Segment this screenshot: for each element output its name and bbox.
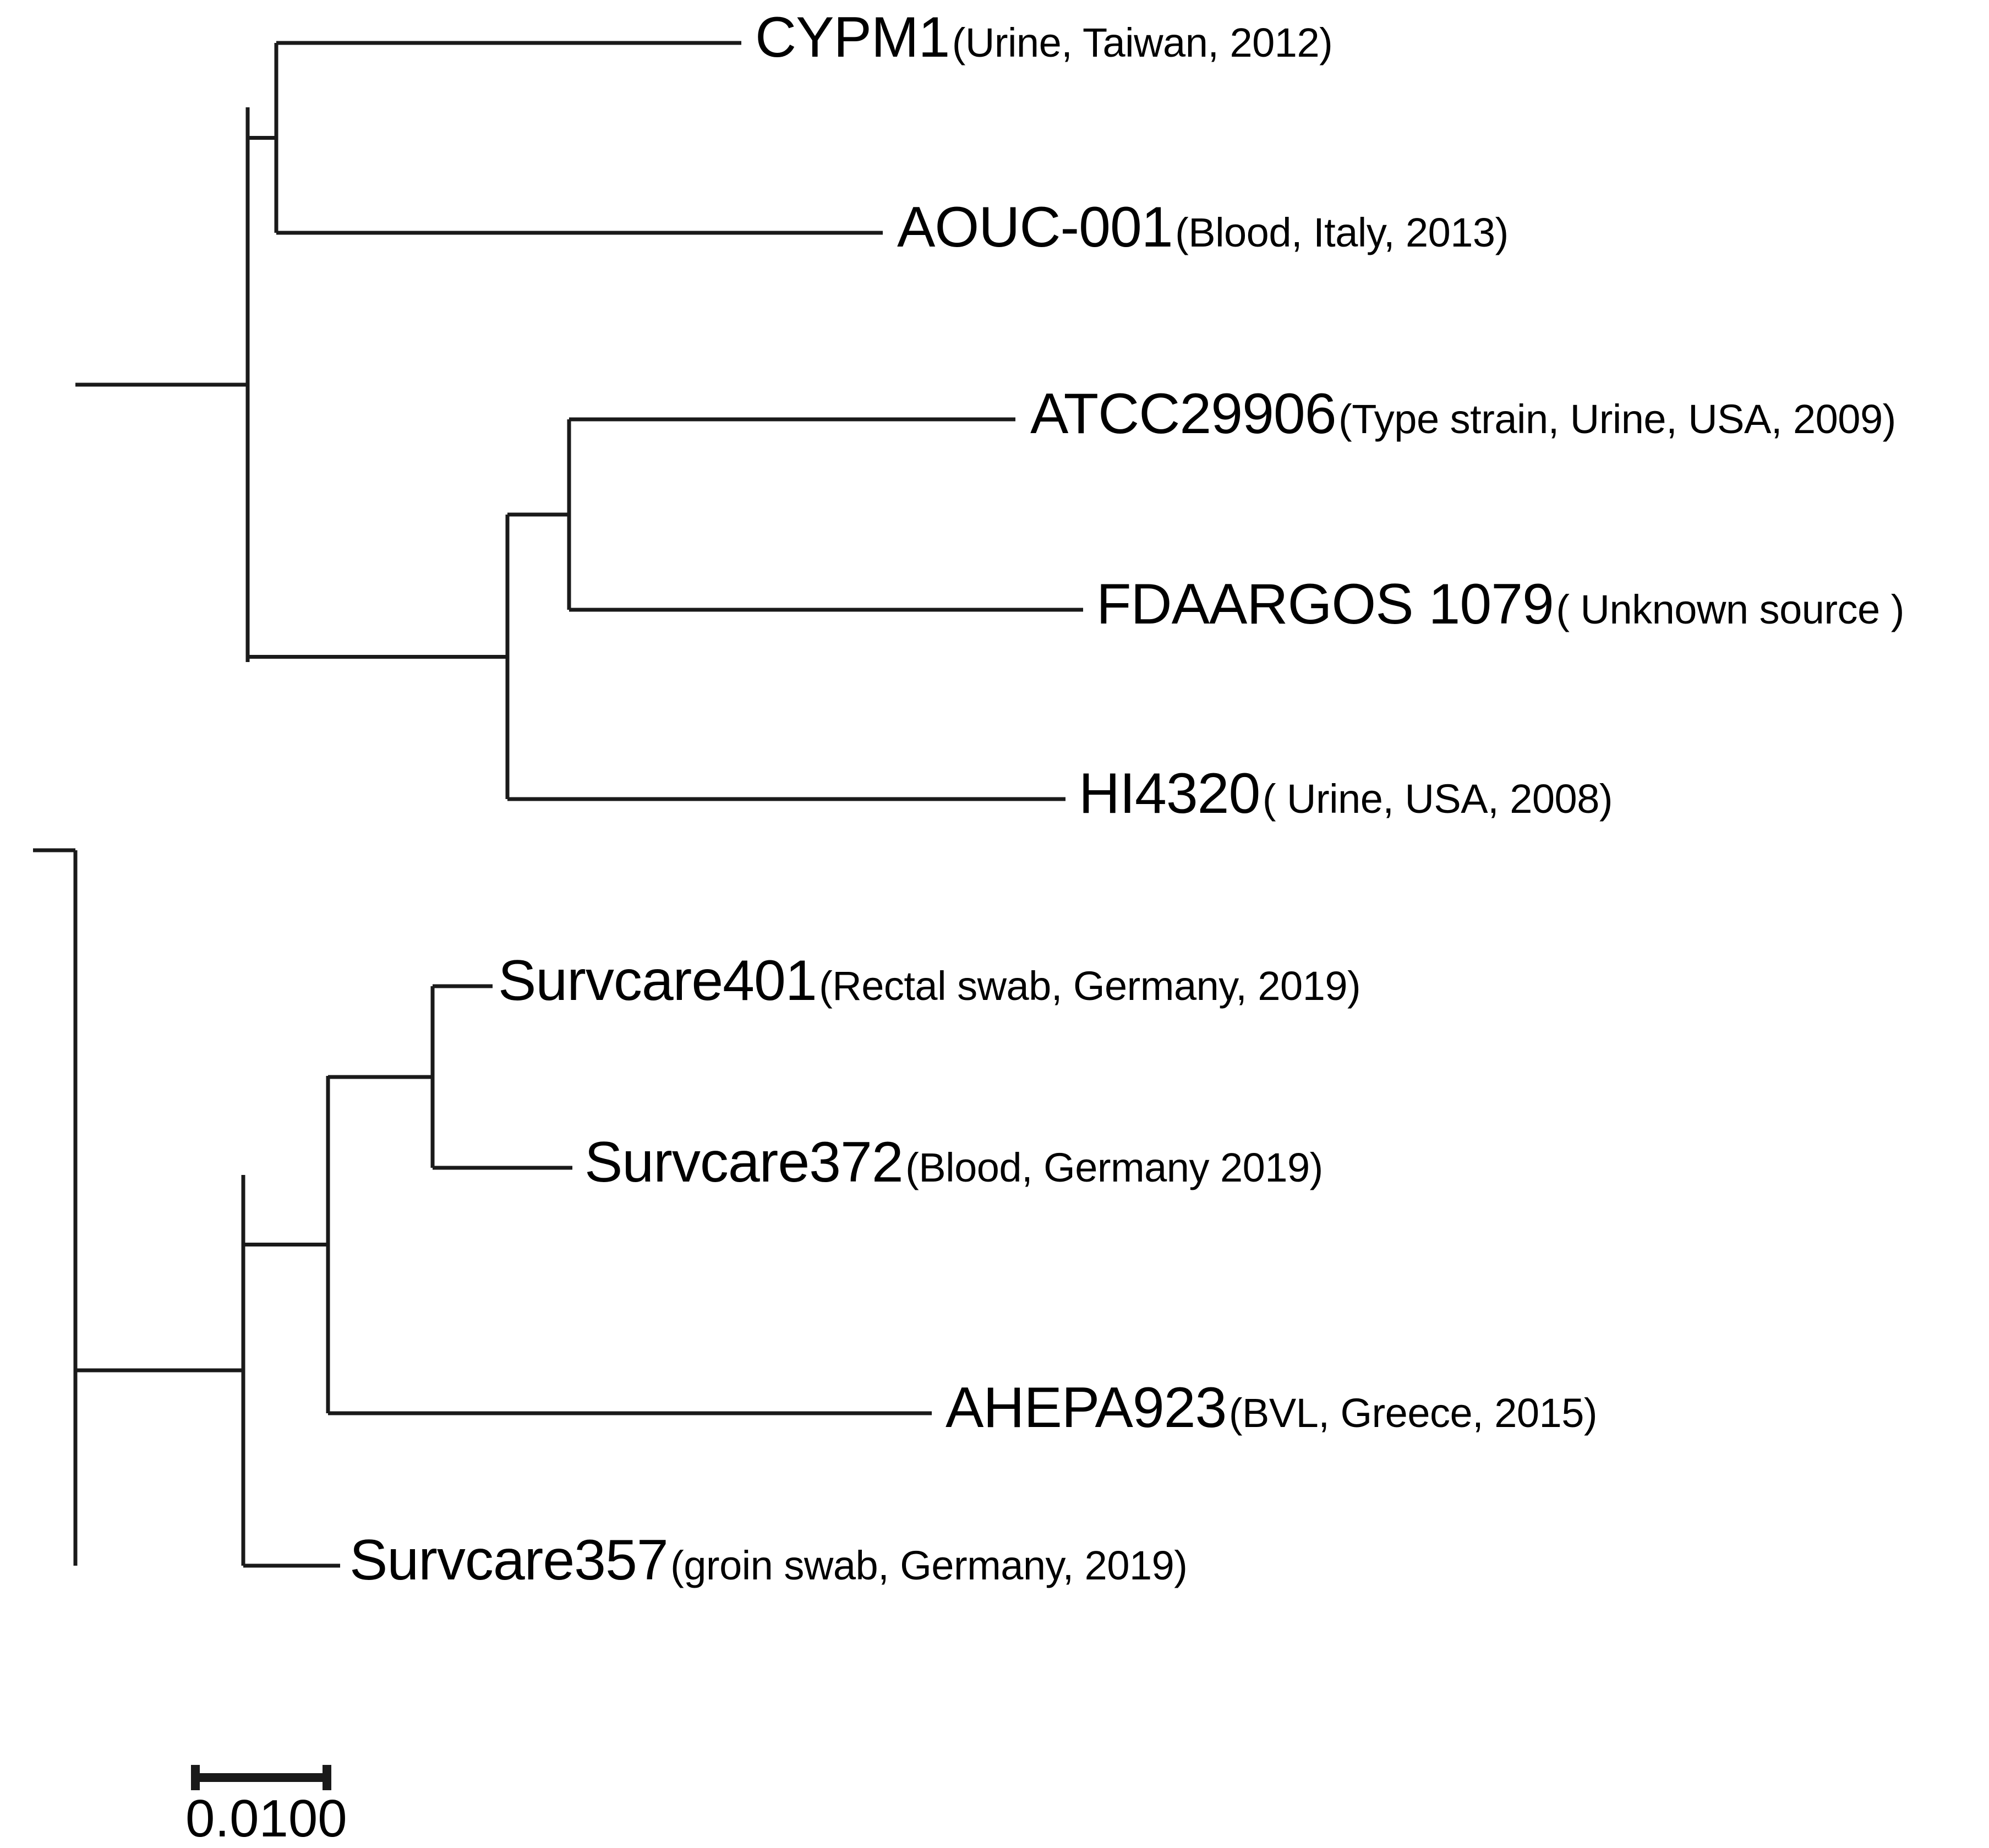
taxon-meta-FDAARGOS1079: ( Unknown source ): [1556, 587, 1904, 632]
taxon-name-AOUC-001: AOUC-001: [897, 195, 1173, 259]
scale-bar-left-cap: [191, 1765, 200, 1790]
tip-label-CYPM1[interactable]: CYPM1 (Urine, Taiwan, 2012): [755, 6, 1333, 69]
taxon-meta-Survcare372: (Blood, Germany 2019): [905, 1145, 1323, 1190]
scale-bar-rule: [191, 1773, 331, 1782]
tip-label-FDAARGOS1079[interactable]: FDAARGOS 1079 ( Unknown source ): [1096, 576, 1904, 633]
scale-bar: 0.0100: [185, 1764, 347, 1845]
tip-label-ATCC29906[interactable]: ATCC29906 (Type strain, Urine, USA, 2009…: [1030, 385, 1896, 442]
taxon-name-Survcare357: Survcare357: [349, 1528, 669, 1592]
taxon-meta-Survcare357: (groin swab, Germany, 2019): [670, 1543, 1188, 1588]
taxon-name-Survcare401: Survcare401: [498, 949, 817, 1013]
scale-bar-glyph: [191, 1765, 331, 1790]
taxon-meta-HI4320: ( Urine, USA, 2008): [1262, 776, 1613, 822]
taxon-meta-ATCC29906: (Type strain, Urine, USA, 2009): [1338, 396, 1896, 442]
tip-label-AHEPA923[interactable]: AHEPA923 (BVL, Greece, 2015): [946, 1379, 1598, 1436]
tip-label-AOUC-001[interactable]: AOUC-001 (Blood, Italy, 2013): [897, 199, 1509, 256]
tip-label-Survcare372[interactable]: Survcare372 (Blood, Germany 2019): [584, 1134, 1323, 1191]
taxon-meta-AHEPA923: (BVL, Greece, 2015): [1228, 1390, 1598, 1436]
tip-label-Survcare401[interactable]: Survcare401 (Rectal swab, Germany, 2019): [498, 952, 1361, 1009]
taxon-meta-CYPM1: (Urine, Taiwan, 2012): [952, 20, 1333, 65]
scale-bar-right-cap: [323, 1765, 331, 1790]
scale-bar-label: 0.0100: [185, 1789, 347, 1848]
taxon-name-ATCC29906: ATCC29906: [1030, 382, 1337, 446]
tip-label-Survcare357[interactable]: Survcare357 (groin swab, Germany, 2019): [349, 1532, 1188, 1589]
taxon-name-Survcare372: Survcare372: [584, 1130, 904, 1194]
taxon-meta-AOUC-001: (Blood, Italy, 2013): [1175, 210, 1509, 255]
taxon-name-AHEPA923: AHEPA923: [946, 1376, 1227, 1440]
taxon-name-FDAARGOS1079: FDAARGOS 1079: [1096, 572, 1554, 636]
tip-label-HI4320[interactable]: HI4320 ( Urine, USA, 2008): [1079, 765, 1613, 822]
taxon-name-CYPM1: CYPM1: [755, 6, 950, 69]
taxon-meta-Survcare401: (Rectal swab, Germany, 2019): [819, 963, 1361, 1009]
taxon-name-HI4320: HI4320: [1079, 762, 1260, 825]
